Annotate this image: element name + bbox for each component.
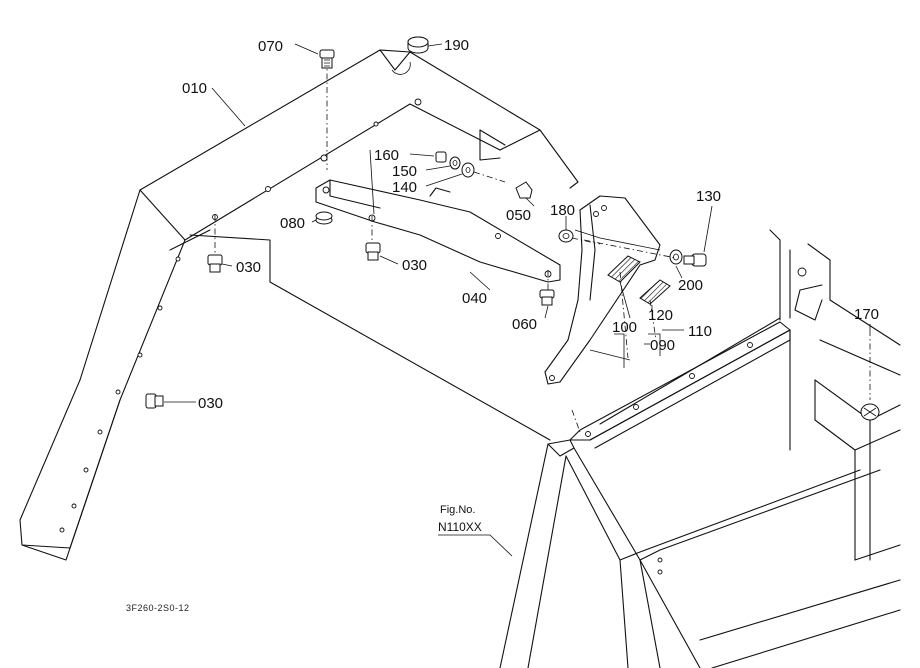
label-040: 040 — [462, 290, 487, 307]
bracket-090-part — [544, 195, 661, 385]
assembly-lines — [473, 171, 677, 359]
washer-200-icon — [669, 249, 683, 265]
clip-050-icon — [515, 181, 533, 199]
label-010: 010 — [182, 80, 207, 97]
label-030-a: 030 — [236, 259, 261, 276]
bolt-170-icon — [860, 330, 880, 421]
label-110: 110 — [688, 323, 712, 340]
label-130: 130 — [696, 188, 721, 205]
cap-190-icon — [407, 36, 429, 54]
reflector-120-icon — [639, 279, 671, 305]
rops-frame — [499, 229, 901, 668]
grommet-080-icon — [315, 211, 333, 225]
fig-number: N110XX — [438, 520, 482, 534]
bolt-130-icon — [683, 253, 707, 267]
label-120: 120 — [648, 307, 673, 324]
nut-030-icon — [145, 393, 164, 409]
label-150: 150 — [392, 163, 417, 180]
label-090: 090 — [650, 337, 675, 354]
label-170: 170 — [854, 306, 879, 323]
nut-160-icon — [435, 151, 447, 163]
spacer-180-icon — [558, 229, 574, 243]
label-160: 160 — [374, 147, 399, 164]
label-200: 200 — [678, 277, 703, 294]
fig-label: Fig.No. — [440, 504, 475, 516]
label-030-c: 030 — [198, 395, 223, 412]
nut-060-icon — [539, 289, 555, 306]
label-050: 050 — [506, 207, 531, 224]
bracket-040-part — [214, 60, 561, 300]
label-100: 100 — [612, 319, 637, 336]
label-080: 080 — [280, 215, 305, 232]
bolt-070-icon — [319, 49, 335, 69]
reflector-100-icon — [607, 255, 641, 283]
canopy-roof-part — [19, 49, 579, 561]
label-070: 070 — [258, 38, 283, 55]
label-140: 140 — [392, 179, 417, 196]
nut-030-icon — [207, 254, 223, 273]
label-030-b: 030 — [402, 257, 427, 274]
washer-150-icon — [449, 156, 461, 170]
washer-140-icon — [461, 162, 475, 178]
leader-lines — [164, 43, 871, 403]
drawing-code: 3F260-2S0-12 — [126, 603, 190, 613]
label-190: 190 — [444, 37, 469, 54]
label-060: 060 — [512, 316, 537, 333]
label-180: 180 — [550, 202, 575, 219]
figure-reference: Fig.No. N110XX — [438, 504, 513, 557]
nut-030-icon — [365, 242, 381, 261]
